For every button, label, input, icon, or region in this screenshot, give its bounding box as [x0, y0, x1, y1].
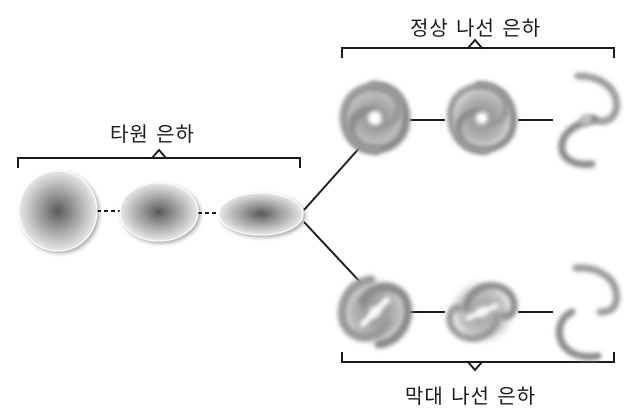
normal-spiral-galaxies-label: 정상 나선 은하 [410, 16, 542, 40]
normal-spiral-bracket [341, 47, 615, 58]
elliptical-galaxy-e0 [18, 170, 98, 252]
barred-spiral-galaxy-sbb [446, 278, 518, 346]
barred-spiral-galaxy-sbc [555, 264, 621, 361]
elliptical-galaxies-label: 타원 은하 [110, 122, 195, 146]
spiral-galaxy-sc [558, 72, 621, 168]
barred-spiral-galaxy-sba [337, 275, 413, 349]
elliptical-bracket [17, 157, 301, 168]
fork-line-barred [303, 221, 363, 285]
elliptical-galaxy-e7 [218, 192, 304, 236]
spiral-galaxy-sb [446, 81, 518, 155]
barred-spiral-galaxies-label: 막대 나선 은하 [405, 384, 537, 408]
elliptical-galaxy-e3 [119, 182, 199, 242]
spiral-galaxy-sa [339, 81, 411, 155]
fork-line-normal [303, 144, 363, 211]
barred-spiral-bracket [341, 352, 615, 363]
